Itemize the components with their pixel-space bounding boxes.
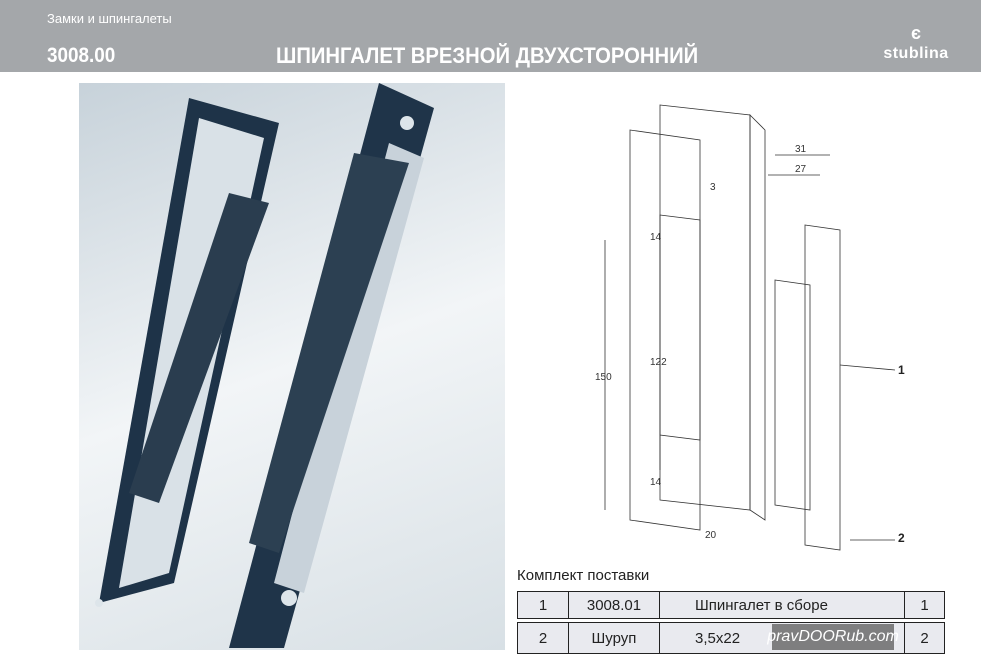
row-description: Шпингалет в сборе xyxy=(660,592,905,618)
product-photo xyxy=(79,83,505,650)
brand-name: stublina xyxy=(883,45,949,62)
brand-logo: є stublina xyxy=(868,22,964,64)
callout-1: 1 xyxy=(898,363,905,377)
dim-150: 150 xyxy=(595,372,612,383)
technical-drawing: 31 27 3 14 150 122 14 20 1 2 xyxy=(510,90,930,560)
row-number: 1 xyxy=(518,592,569,618)
dim-31: 31 xyxy=(795,144,807,155)
dim-14-top: 14 xyxy=(650,232,662,243)
row-description: 3,5x22 xyxy=(660,623,905,653)
dim-14-bottom: 14 xyxy=(650,477,662,488)
row-quantity: 1 xyxy=(920,596,929,614)
category-label: Замки и шпингалеты xyxy=(47,11,172,26)
row-number: 2 xyxy=(518,623,569,653)
watermark: pravDOORub.com xyxy=(767,624,899,650)
row-article: Шуруп xyxy=(569,623,660,653)
row-article: 3008.01 xyxy=(569,592,660,618)
dim-122: 122 xyxy=(650,357,667,368)
callout-2: 2 xyxy=(898,531,905,545)
row-quantity: 2 xyxy=(920,629,929,647)
product-code: 3008.00 xyxy=(47,44,116,67)
dim-27: 27 xyxy=(795,164,807,175)
dim-3: 3 xyxy=(710,182,716,193)
logo-icon: є xyxy=(911,23,921,43)
kit-row: 1 3008.01 Шпингалет в сборе 1 xyxy=(517,591,945,619)
dim-20: 20 xyxy=(705,530,717,541)
bolt-photo-illustration xyxy=(95,83,434,648)
page-header: Замки и шпингалеты 3008.00 ШПИНГАЛЕТ ВРЕ… xyxy=(0,0,981,72)
kit-title: Комплект поставки xyxy=(517,567,650,584)
page-title: ШПИНГАЛЕТ ВРЕЗНОЙ ДВУХСТОРОННИЙ xyxy=(276,43,699,68)
